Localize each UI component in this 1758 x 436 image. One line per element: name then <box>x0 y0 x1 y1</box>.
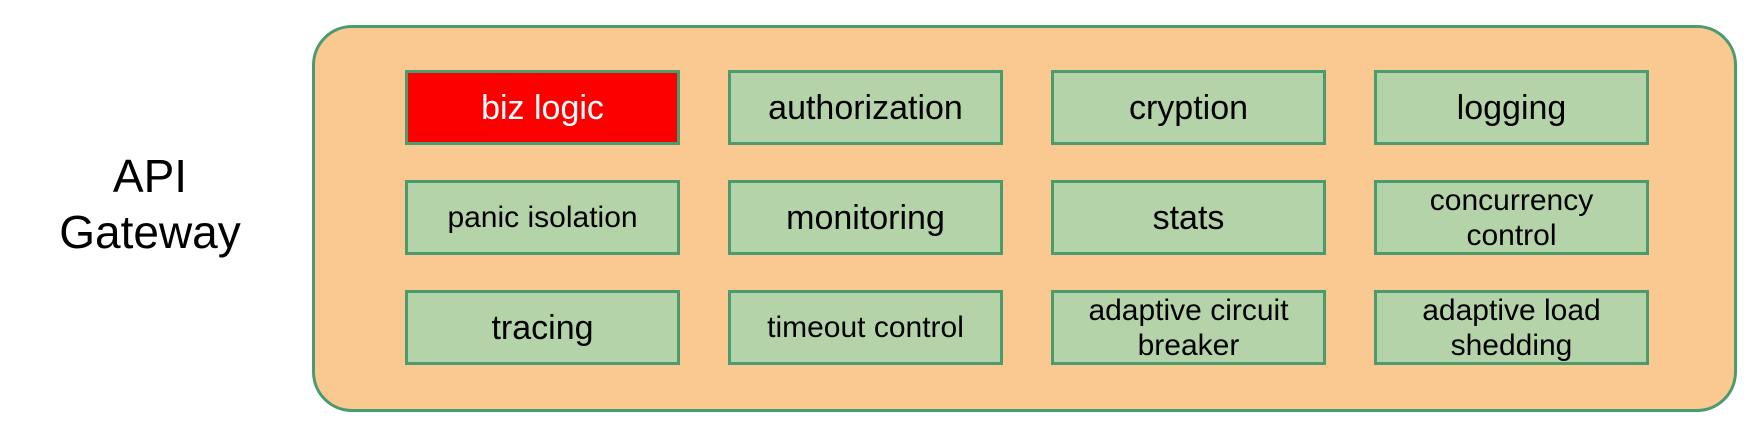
capability-box[interactable]: concurrency control <box>1374 180 1649 255</box>
capability-box[interactable]: biz logic <box>405 70 680 145</box>
capability-box[interactable]: adaptive load shedding <box>1374 290 1649 365</box>
capability-box[interactable]: timeout control <box>728 290 1003 365</box>
capability-box[interactable]: tracing <box>405 290 680 365</box>
api-gateway-label: API Gateway <box>59 150 241 258</box>
capability-box[interactable]: logging <box>1374 70 1649 145</box>
capability-box[interactable]: panic isolation <box>405 180 680 255</box>
capability-box[interactable]: monitoring <box>728 180 1003 255</box>
capability-box[interactable]: authorization <box>728 70 1003 145</box>
capability-box[interactable]: adaptive circuit breaker <box>1051 290 1326 365</box>
api-gateway-boundary: biz logic authorization cryption logging pan… <box>312 25 1737 412</box>
capability-box[interactable]: stats <box>1051 180 1326 255</box>
capability-box[interactable]: cryption <box>1051 70 1326 145</box>
capability-grid: biz logic authorization cryption logging pan… <box>405 70 1650 365</box>
